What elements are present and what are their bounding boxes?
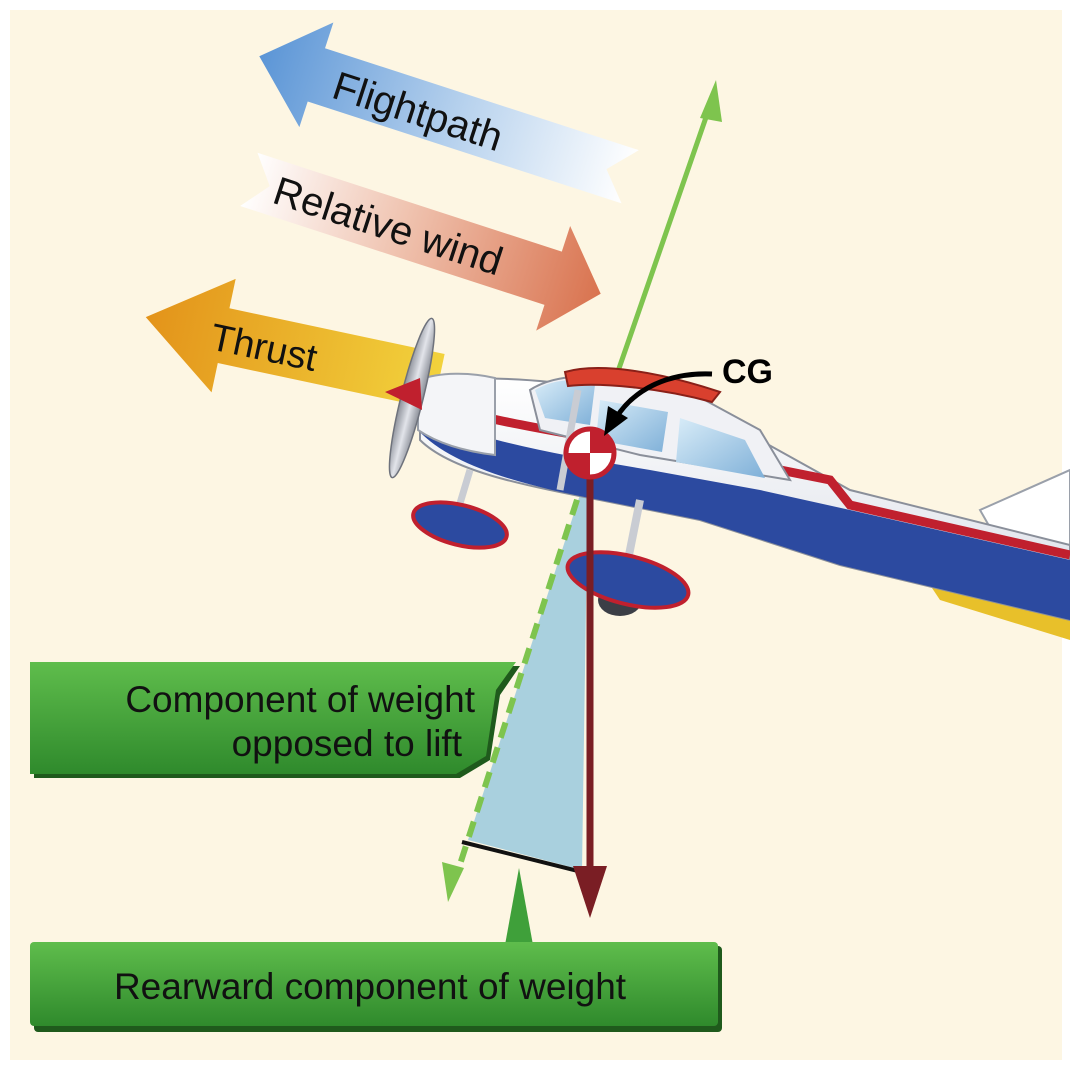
rearward-component-line <box>461 840 583 874</box>
opposed-lift-arrowhead <box>442 862 464 902</box>
weight-arrowhead <box>573 866 607 918</box>
weight-component-triangle <box>468 470 588 870</box>
opposed-lift-line <box>452 474 588 881</box>
main-wheel-fairing <box>565 550 691 610</box>
horizontal-stabilizer <box>930 585 1070 640</box>
rearward-component-box: Rearward component of weight <box>30 942 722 1032</box>
cg-pointer <box>613 371 713 420</box>
component-opposed-lift-box: Component of weight opposed to lift <box>30 662 520 778</box>
component-label-line2: opposed to lift <box>232 723 463 764</box>
side-window-rear <box>676 418 765 478</box>
cg-label: CG <box>722 353 773 391</box>
engine-cowling <box>417 372 496 457</box>
cg-symbol <box>563 426 617 480</box>
cg-pointer-head <box>604 406 628 436</box>
component-label-line1: Component of weight <box>125 679 475 720</box>
wing <box>563 367 722 404</box>
nose-wheel-fairing <box>411 500 509 550</box>
propeller-spinner <box>385 378 422 410</box>
rearward-pointer <box>505 868 533 945</box>
lift-arrowhead <box>700 80 722 122</box>
rearward-label: Rearward component of weight <box>114 966 627 1007</box>
